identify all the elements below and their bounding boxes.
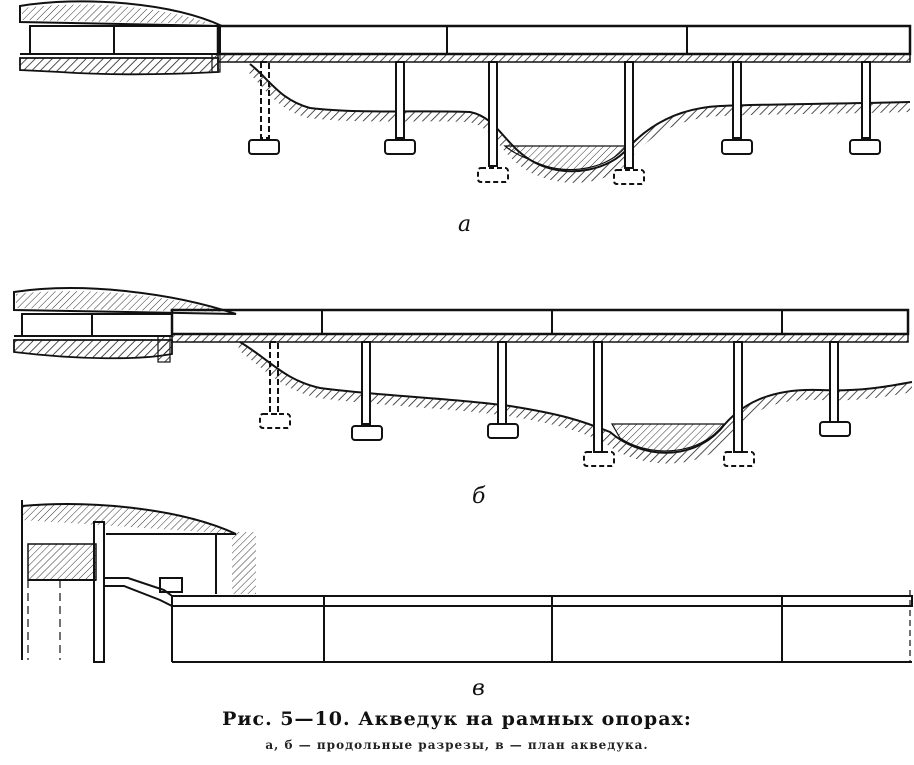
figure-caption: Рис. 5—10. Акведук на рамных опорах: [222, 708, 692, 730]
trough-bottom-slab [171, 333, 909, 343]
inlet-shaft [93, 521, 105, 663]
panel-a-section [19, 0, 912, 185]
figure-subcaption: а, б — продольные разрезы, в — план акве… [265, 738, 649, 752]
panel-b-section [13, 287, 913, 467]
panel-label-c: в [472, 676, 485, 701]
right-bank-hatch [232, 532, 256, 594]
inlet-channel [29, 25, 221, 55]
river-water [503, 145, 628, 171]
aqueduct-trough [216, 24, 912, 56]
ground-left [19, 57, 219, 76]
panel-c-plan [21, 500, 913, 663]
trough-bottom-slab [217, 53, 911, 63]
bank-block [27, 543, 97, 581]
panel-label-b: б [472, 484, 486, 509]
aqueduct-trough [170, 308, 910, 336]
embankment-mound [21, 503, 237, 535]
panel-label-a: а [458, 212, 472, 237]
frame-piers [259, 341, 851, 467]
river-water [610, 423, 726, 452]
aqueduct-trough-plan [171, 595, 913, 607]
frame-piers [248, 61, 881, 185]
embankment-mound [19, 0, 223, 27]
gate-structure [159, 577, 183, 593]
inlet-channel [21, 313, 173, 337]
ground-left [13, 339, 173, 360]
